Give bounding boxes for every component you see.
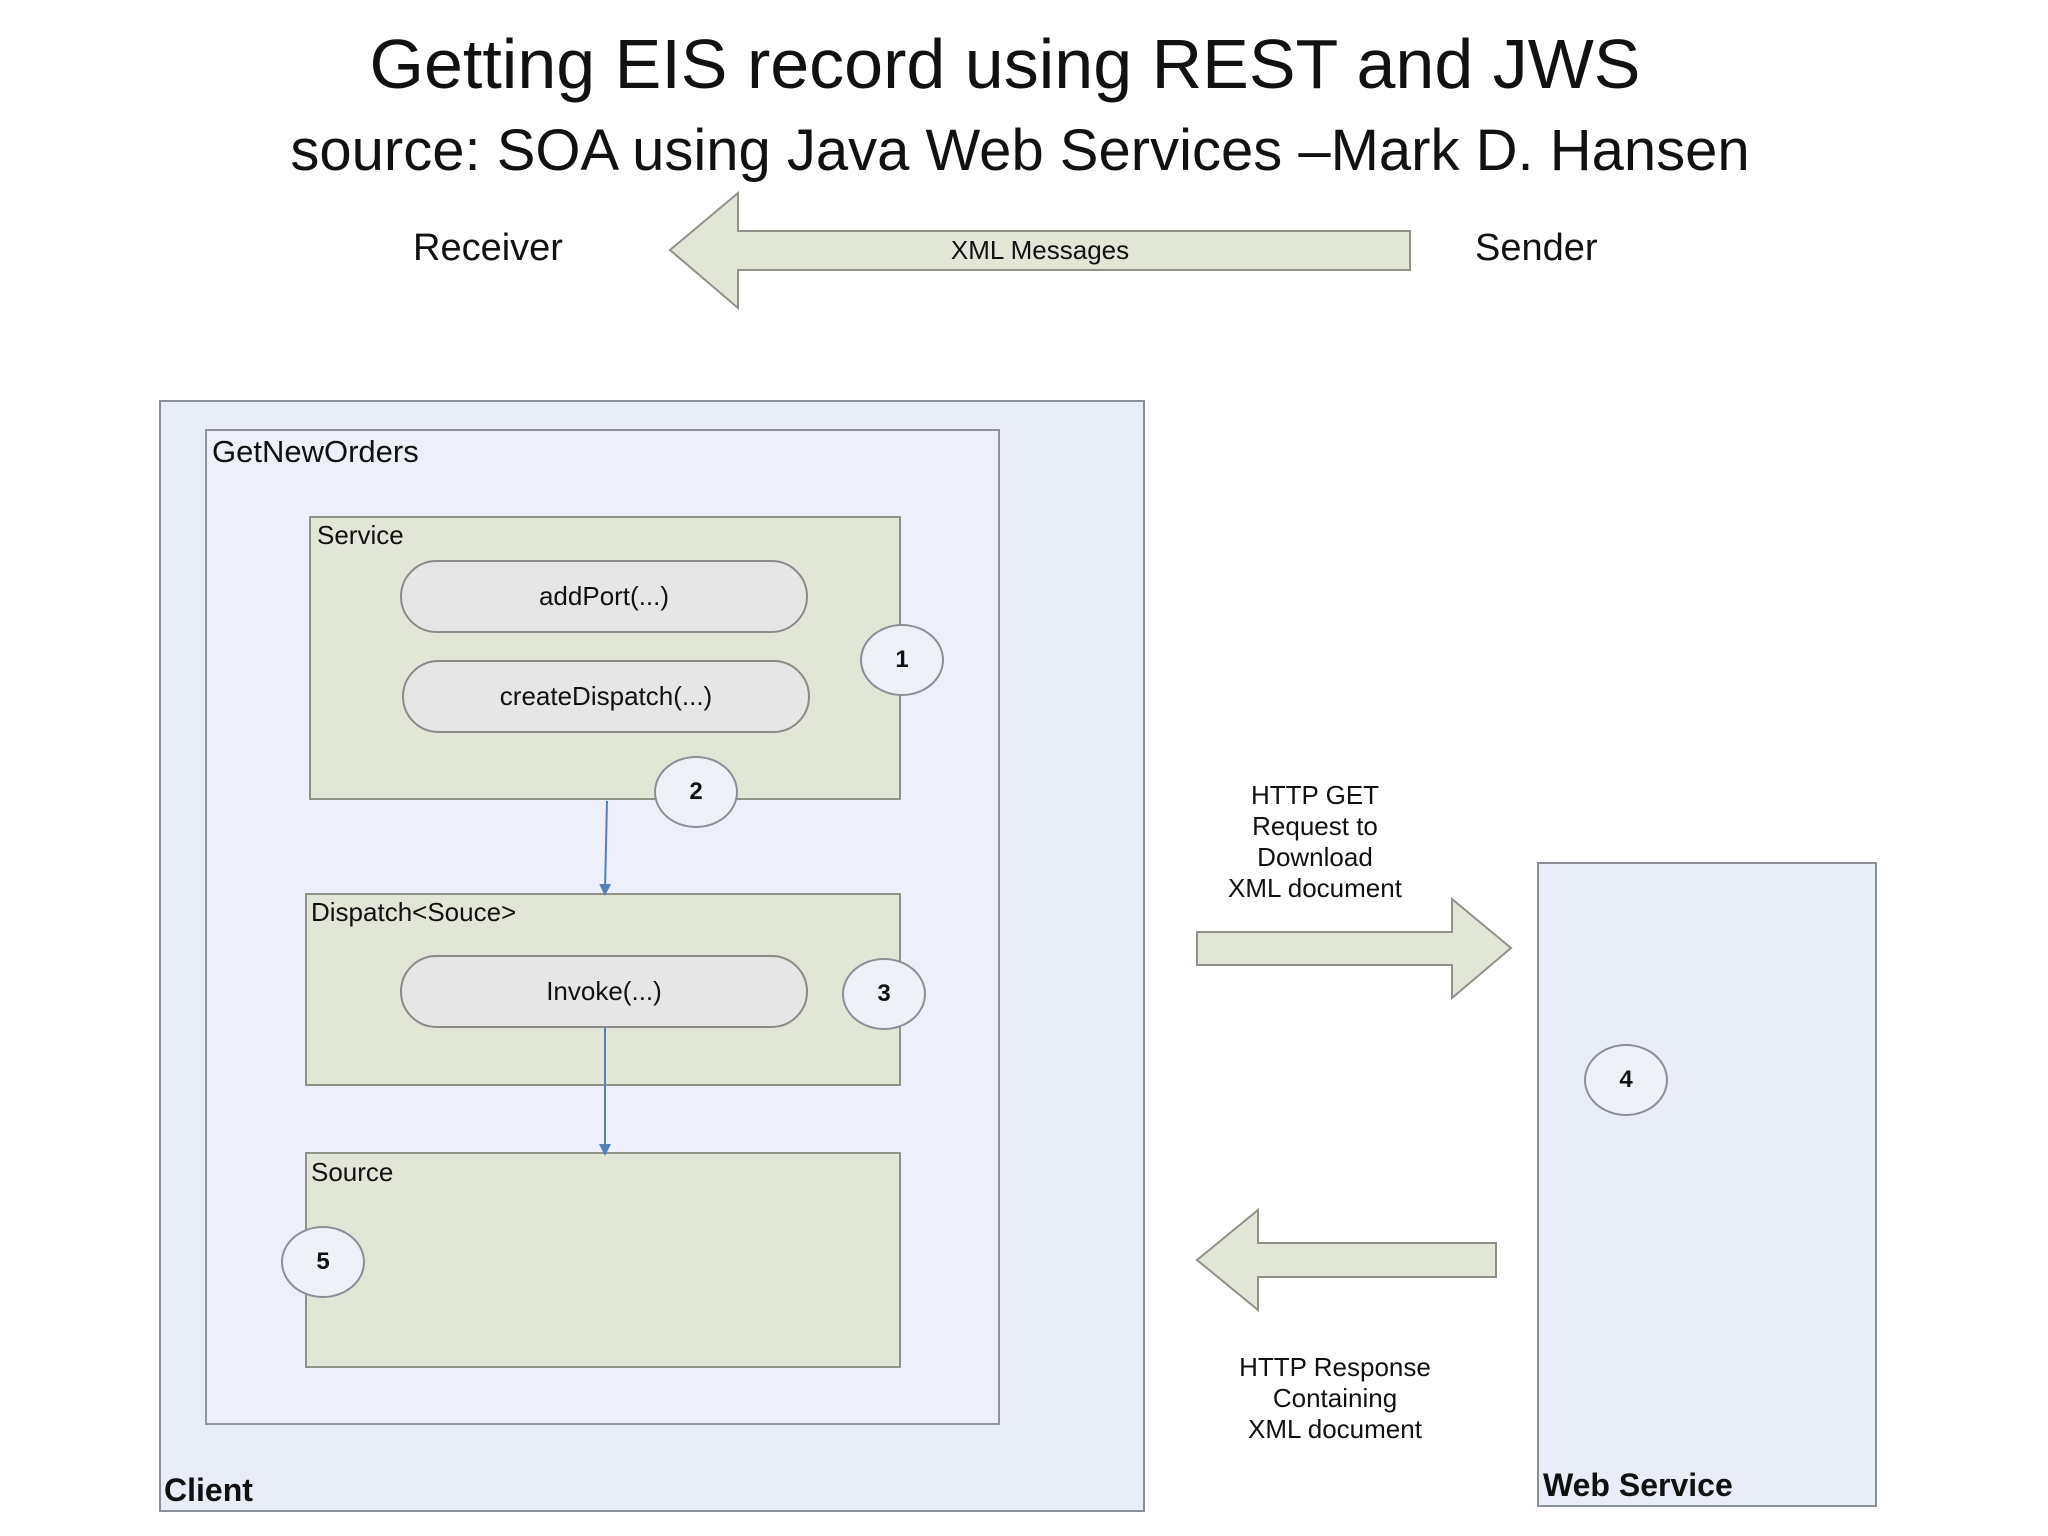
response-line: XML document <box>1248 1414 1422 1444</box>
client-label: Client <box>164 1472 253 1508</box>
step-badge-2: 2 <box>654 756 738 828</box>
request-line: Download <box>1257 842 1373 872</box>
step-badge-4: 4 <box>1584 1044 1668 1116</box>
step-badge-1: 1 <box>860 624 944 696</box>
response-line: Containing <box>1272 1383 1398 1413</box>
dispatch-label: Dispatch<Souce> <box>311 897 517 927</box>
create-dispatch-method: createDispatch(...) <box>402 660 810 733</box>
get-new-orders-label: GetNewOrders <box>212 434 419 469</box>
http-response-caption: HTTP Response Containing XML document <box>1195 1352 1475 1445</box>
xml-messages-label: XML Messages <box>950 235 1130 265</box>
web-service-label: Web Service <box>1543 1467 1733 1503</box>
service-to-dispatch-connector <box>599 800 612 896</box>
invoke-method: Invoke(...) <box>400 955 808 1028</box>
receiver-label: Receiver <box>413 227 563 269</box>
request-line: XML document <box>1228 873 1402 903</box>
step-badge-3: 3 <box>842 958 926 1030</box>
source-label: Source <box>311 1157 394 1187</box>
xml-messages-arrow <box>668 190 1411 311</box>
step-badge-5: 5 <box>281 1226 365 1298</box>
add-port-method: addPort(...) <box>400 560 808 633</box>
request-line: Request to <box>1252 811 1378 841</box>
web-service-container <box>1537 862 1877 1507</box>
http-get-request-arrow <box>1196 896 1513 1001</box>
request-line: HTTP GET <box>1250 780 1380 810</box>
page-title: Getting EIS record using REST and JWS <box>369 25 1641 103</box>
http-response-arrow <box>1195 1207 1497 1313</box>
sender-label: Sender <box>1475 227 1598 269</box>
response-line: HTTP Response <box>1239 1352 1431 1382</box>
http-get-request-caption: HTTP GET Request to Download XML documen… <box>1180 780 1450 904</box>
page-subtitle: source: SOA using Java Web Services –Mar… <box>290 118 1750 183</box>
service-label: Service <box>317 520 404 550</box>
